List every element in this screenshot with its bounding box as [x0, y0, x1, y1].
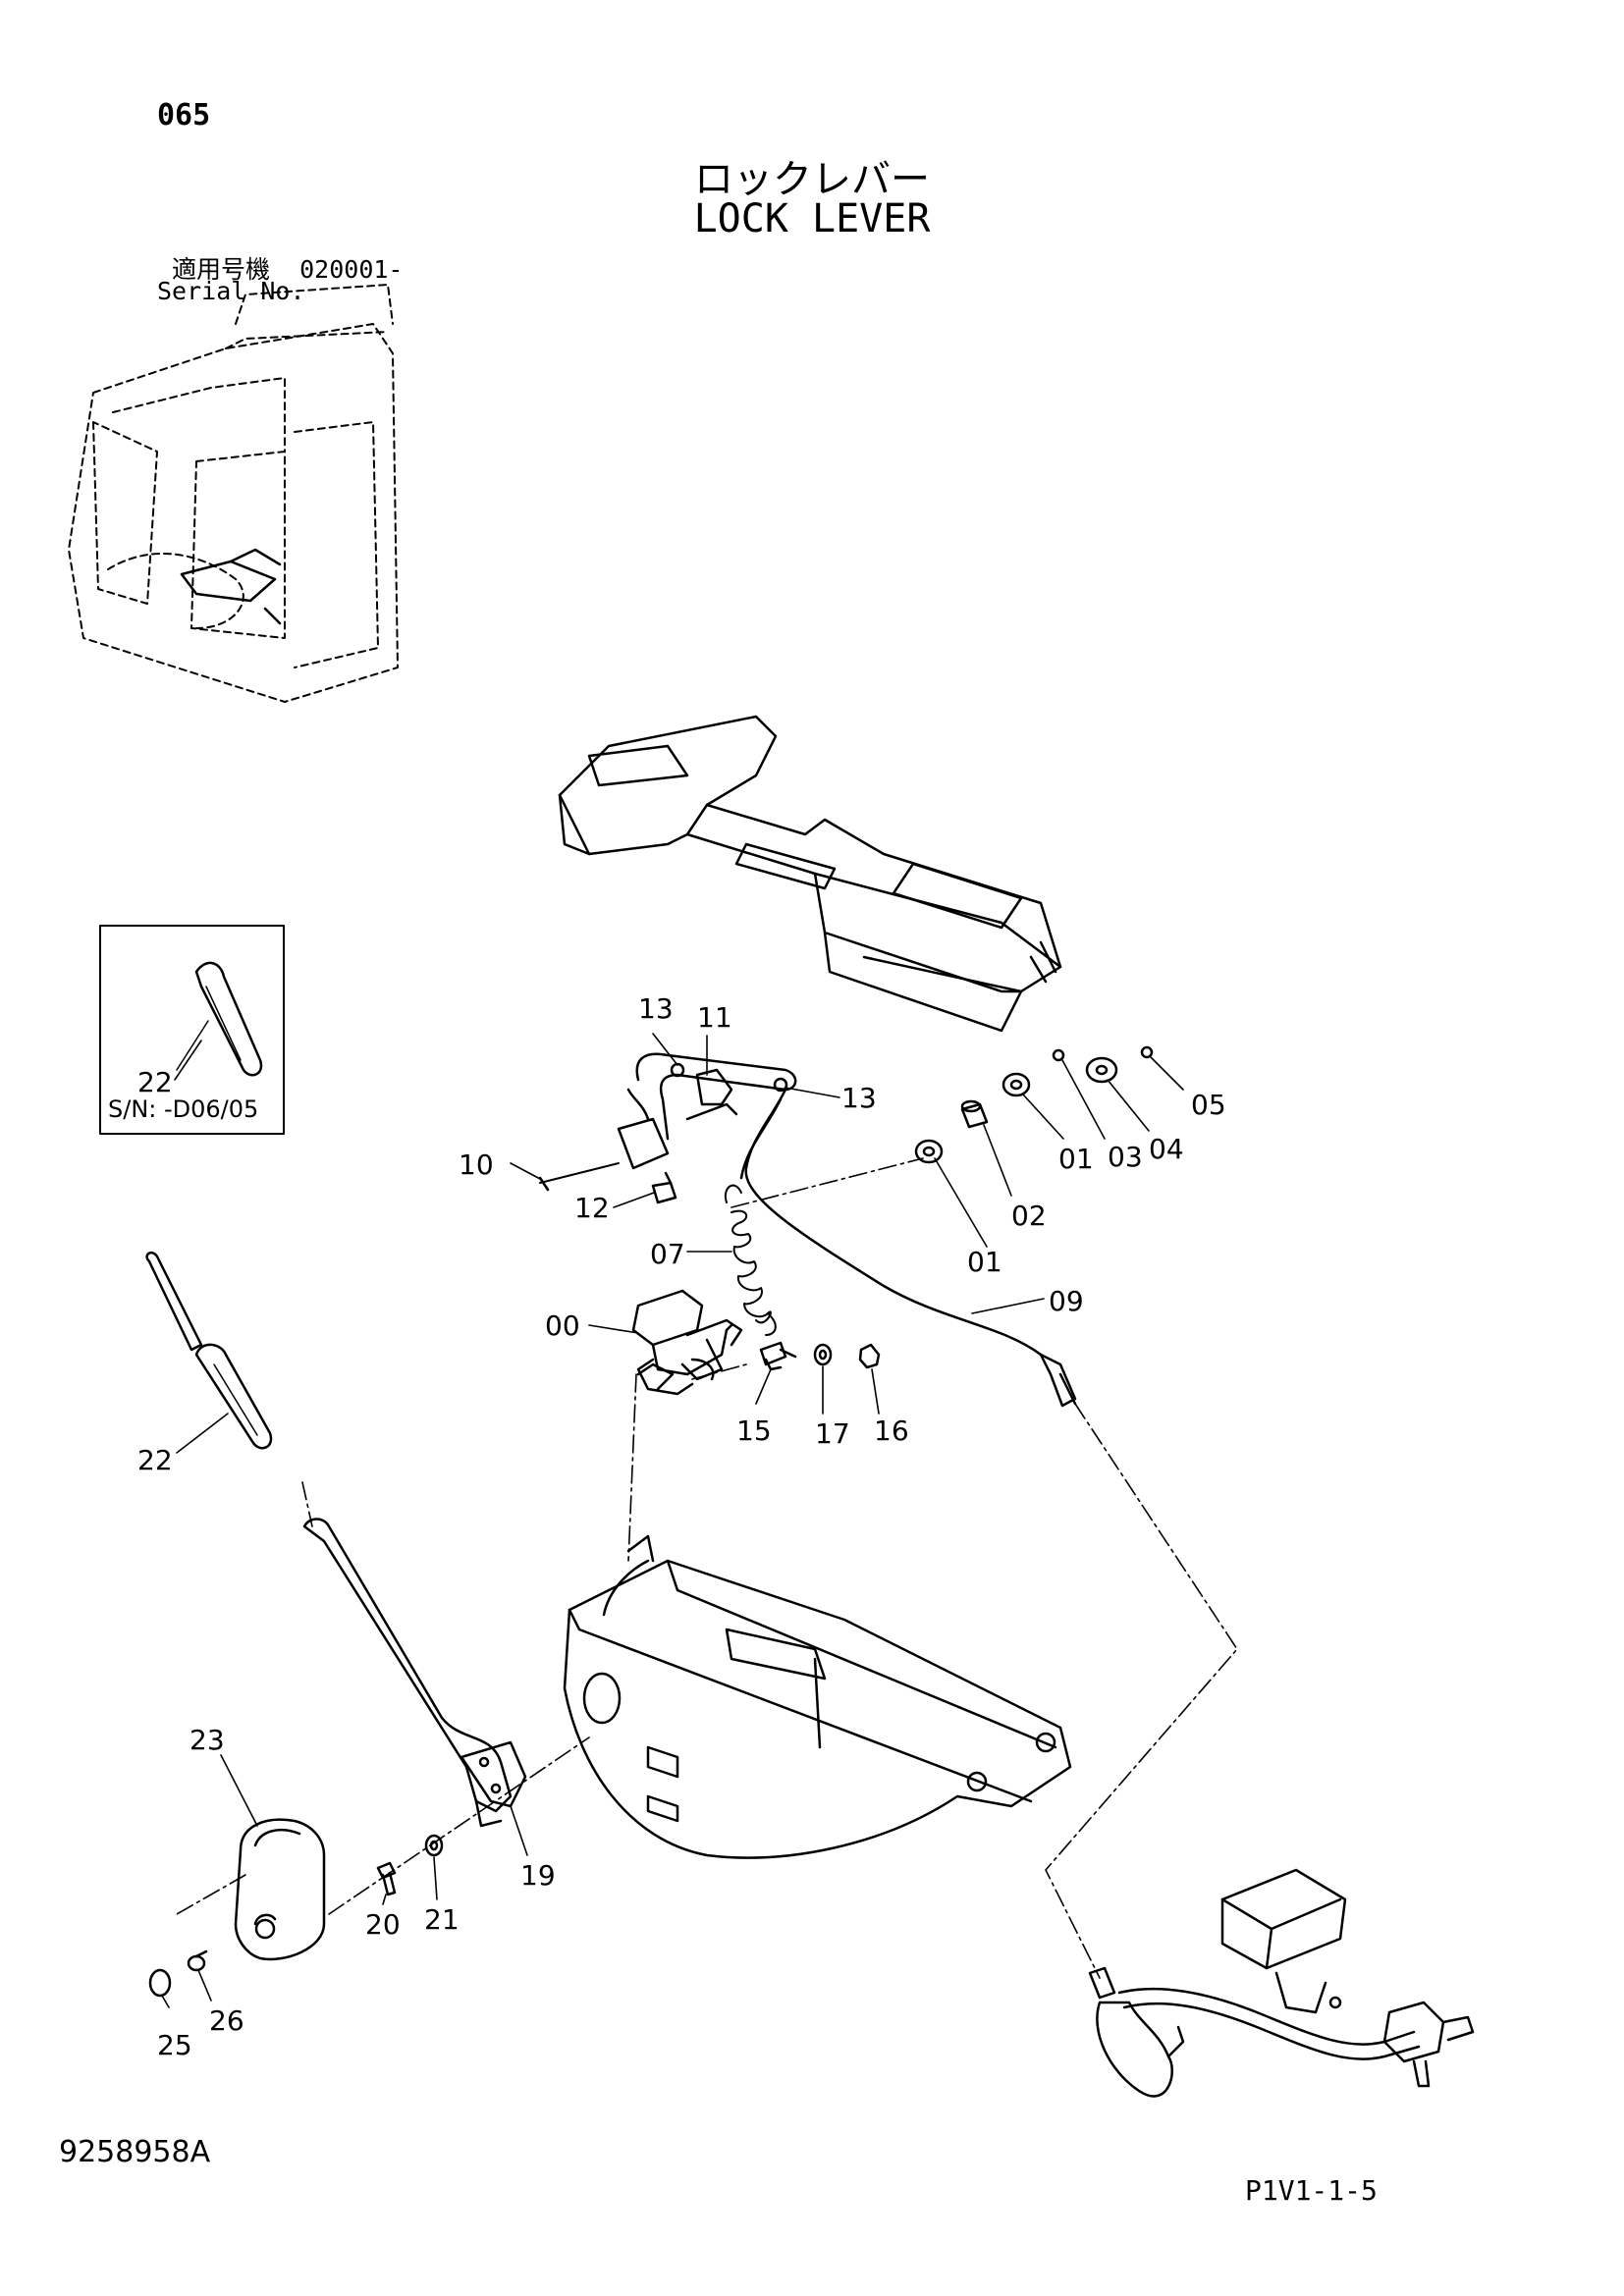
inset-grip	[194, 961, 263, 1077]
callout-23: 23	[189, 1724, 225, 1756]
inset-serial-note: S/N: -D06/05	[108, 1095, 258, 1123]
callout-21: 21	[424, 1903, 460, 1936]
callout-17: 17	[815, 1417, 850, 1450]
harness-connector-assembly	[1088, 1868, 1475, 2098]
callout-11: 11	[697, 1001, 732, 1034]
document-number: 9258958A	[59, 2135, 211, 2169]
collar-02	[960, 1099, 989, 1129]
cover-23	[234, 1818, 326, 1961]
nut-12	[651, 1171, 677, 1204]
title-japanese: ロックレバー	[694, 157, 930, 202]
serial-range: 020001-	[299, 255, 404, 284]
nut-16	[858, 1343, 881, 1369]
callout-22-inset: 22	[137, 1066, 173, 1098]
bolt-10	[538, 1162, 620, 1192]
cab-overview-illustration	[68, 284, 399, 703]
washer-17	[813, 1343, 833, 1366]
callout-03: 03	[1108, 1141, 1143, 1173]
lock-lever-rod	[145, 1251, 513, 1828]
callout-16: 16	[874, 1415, 909, 1447]
spring-07	[724, 1184, 777, 1336]
page-number: 065	[157, 98, 211, 133]
callout-07: 07	[650, 1238, 685, 1270]
callout-13-upper: 13	[638, 992, 674, 1025]
callout-15: 15	[736, 1415, 772, 1447]
cab-lever-highlight	[180, 548, 282, 625]
bolt-20	[376, 1861, 397, 1896]
switch-body-00	[631, 1289, 743, 1396]
callout-leaders	[161, 1033, 1184, 2008]
callout-09: 09	[1049, 1285, 1084, 1317]
callout-26: 26	[209, 2004, 244, 2037]
serial-label-jp: 適用号機 020001-	[172, 250, 403, 286]
callout-22-main: 22	[137, 1444, 173, 1476]
screw-26	[187, 1949, 208, 1972]
snap-ring-05	[1140, 1045, 1154, 1059]
callout-04: 04	[1149, 1133, 1184, 1165]
callout-01-upper: 01	[1058, 1143, 1094, 1175]
lock-lever-switch-bracket	[617, 1052, 797, 1170]
grip-inset-box	[99, 925, 285, 1135]
control-console	[558, 715, 1062, 1033]
callout-02: 02	[1011, 1200, 1047, 1232]
serial-label-jp-text: 適用号機	[172, 255, 271, 284]
title-english: LOCK LEVER	[693, 196, 931, 241]
bolt-15	[759, 1341, 797, 1371]
callout-00: 00	[545, 1309, 580, 1342]
callout-12: 12	[574, 1192, 610, 1224]
callout-10: 10	[459, 1148, 494, 1181]
page-code: P1V1-1-5	[1245, 2174, 1378, 2207]
serial-label-en: Serial No.	[157, 277, 305, 305]
console-cover-lower	[563, 1534, 1072, 1859]
lever-grip-22	[194, 1343, 273, 1450]
harness-cable-09	[739, 1088, 1077, 1408]
callout-13-right: 13	[841, 1082, 877, 1114]
washer-01-upper	[1001, 1072, 1031, 1097]
callout-05: 05	[1191, 1089, 1226, 1121]
callout-20: 20	[365, 1908, 401, 1941]
callout-19: 19	[520, 1859, 556, 1892]
washer-04	[1085, 1056, 1118, 1084]
callout-01-lower: 01	[967, 1246, 1002, 1278]
lever-arm-19	[460, 1740, 527, 1808]
washer-01-lower	[914, 1139, 944, 1164]
assembly-centerlines	[176, 1157, 1238, 1979]
cap-25	[148, 1968, 172, 1998]
callout-25: 25	[157, 2029, 192, 2061]
snap-ring-03	[1052, 1048, 1065, 1062]
